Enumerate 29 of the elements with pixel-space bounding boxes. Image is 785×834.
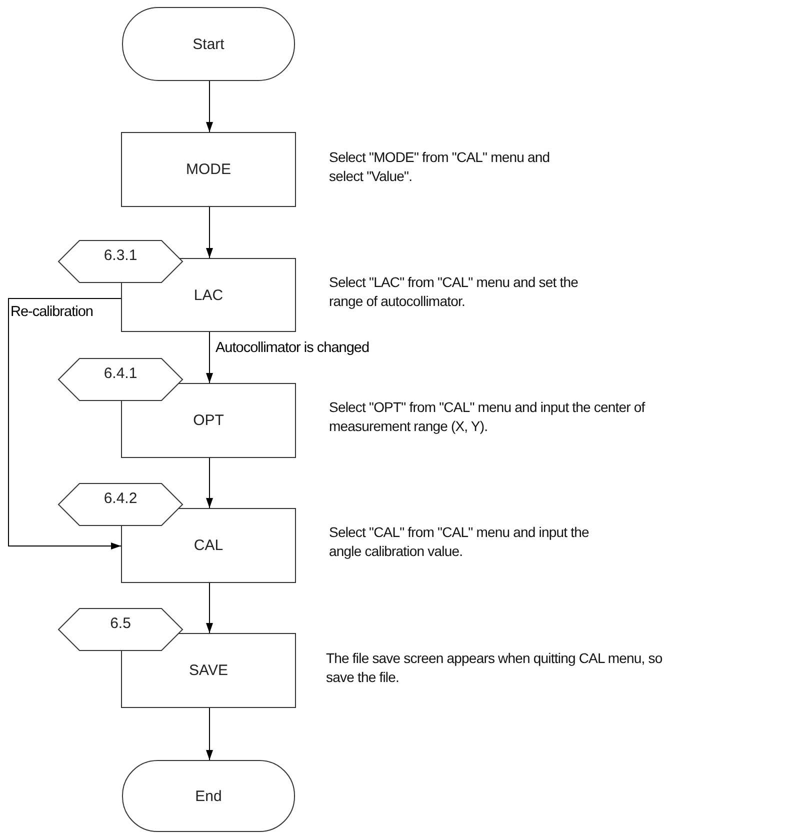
arrow — [206, 582, 213, 634]
node-label: Start — [192, 36, 224, 52]
arrow — [206, 206, 213, 258]
section-hexagon — [58, 483, 183, 526]
edge-label: Autocollimator is changed — [216, 340, 370, 357]
node-label: 6.5 — [110, 615, 131, 632]
arrow — [206, 708, 213, 760]
node-label: 6.4.1 — [104, 365, 138, 382]
step-description: Select "MODE" from "CAL" menu and select "Value". — [329, 148, 551, 186]
node-label: SAVE — [189, 662, 228, 679]
node-label: 6.4.2 — [104, 490, 138, 507]
node-label: CAL — [194, 537, 224, 554]
section-hexagon — [58, 358, 183, 401]
section-hexagon — [58, 240, 183, 283]
node-label: LAC — [194, 286, 224, 304]
process-box — [121, 132, 296, 207]
step-description: Select "LAC" from "CAL" menu and set the range of autocollimator. — [329, 273, 580, 311]
arrow — [8, 298, 122, 550]
step-description: Select "CAL" from "CAL" menu and input the angle calibration value. — [329, 523, 590, 561]
arrow — [206, 458, 213, 508]
node-label: 6.3.1 — [104, 247, 138, 264]
step-description: The file save screen appears when quitting CAL menu, so save the file. — [326, 649, 664, 687]
node-label: OPT — [193, 412, 224, 429]
arrow — [206, 332, 213, 384]
section-hexagon — [58, 608, 183, 651]
step-description: Select "OPT" from "CAL" menu and input the center of measurement range (X, Y). — [329, 398, 646, 436]
arrow — [206, 80, 213, 132]
node-label: MODE — [186, 161, 231, 178]
node-label: End — [195, 788, 222, 804]
